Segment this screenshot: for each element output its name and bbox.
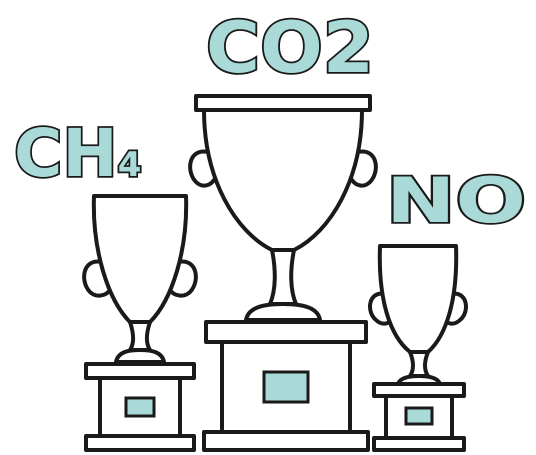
trophy-right-stem <box>408 350 430 378</box>
trophy-right-plaque <box>404 406 434 426</box>
trophy-center-base-bottom <box>202 430 370 452</box>
trophy-left-right-handle <box>168 259 198 298</box>
trophy-center-right-handle <box>350 149 378 188</box>
trophy-center <box>188 94 378 452</box>
trophy-center-base-top <box>204 320 368 344</box>
trophy-right-base-bottom <box>372 436 466 452</box>
trophy-right-label: NO <box>386 164 526 237</box>
trophy-center-plaque <box>262 370 310 404</box>
trophy-left-stem <box>128 320 152 352</box>
trophy-center-cup <box>202 108 364 252</box>
trophy-right <box>368 244 468 452</box>
trophy-left-label: CH4 <box>14 115 141 192</box>
trophy-left-cup <box>91 194 189 324</box>
trophy-left-plaque <box>124 396 156 418</box>
trophy-right-cup <box>377 244 459 354</box>
trophy-left-label-main: CH <box>14 115 118 192</box>
trophy-center-label: CO2 <box>206 7 374 89</box>
trophy-left-left-handle <box>82 259 112 298</box>
trophy-center-left-handle <box>188 149 216 188</box>
trophy-left <box>82 194 198 452</box>
trophy-center-stem <box>268 248 298 306</box>
trophy-left-foot <box>114 348 166 364</box>
trophy-center-foot <box>244 302 322 322</box>
trophy-left-base-top <box>84 362 196 380</box>
trophy-left-label-subscript: 4 <box>118 145 142 185</box>
trophy-center-rim <box>194 94 372 112</box>
trophy-left-base-bottom <box>84 434 196 452</box>
